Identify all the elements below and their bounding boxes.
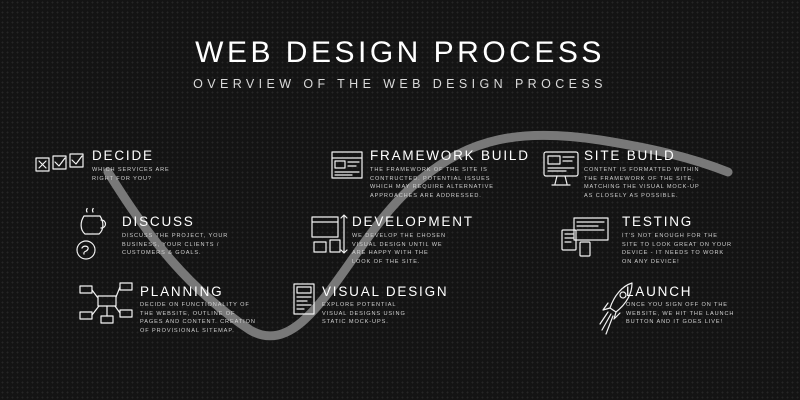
step-visual-design-heading: VISUAL DESIGN (322, 284, 449, 299)
devices-icon (561, 217, 609, 257)
step-decide-desc: Which services are right for you? (92, 167, 170, 182)
step-discuss-desc: Discuss the project, your business, your… (122, 233, 229, 257)
mind-map-icon (79, 282, 133, 324)
checkbox-row-icon (35, 153, 84, 172)
step-framework-build-desc: The framework of the site is contructed.… (370, 167, 494, 199)
responsive-screens-icon (311, 214, 348, 254)
page-title: WEB DESIGN PROCESS (195, 36, 605, 69)
step-site-build-heading: SITE BUILD (584, 148, 676, 163)
step-development-heading: DEVELOPMENT (352, 214, 474, 229)
step-discuss-heading: DISCUSS (122, 214, 195, 229)
step-launch-desc: Once you sign off on the website, we hit… (626, 302, 735, 326)
monitor-icon (543, 151, 579, 186)
coffee-and-chat-icon (76, 208, 107, 260)
step-planning-heading: PLANNING (140, 284, 224, 299)
step-site-build-desc: Content is formatted within the framewor… (584, 167, 700, 199)
step-decide-heading: DECIDE (92, 148, 154, 163)
step-testing-desc: It's not enough for the site to look gre… (622, 233, 732, 265)
mockup-sketch-icon (293, 283, 315, 315)
rocket-icon (599, 282, 633, 335)
page-subtitle: OVERVIEW OF THE WEB DESIGN PROCESS (193, 77, 607, 91)
step-development-desc: We develop the chosen visual design unti… (352, 233, 446, 265)
wireframe-icon (331, 151, 363, 179)
step-launch-heading: LAUNCH (626, 284, 693, 299)
step-testing-heading: TESTING (622, 214, 694, 229)
step-visual-design-desc: Explore potential visual designs using s… (322, 302, 406, 326)
step-framework-build-heading: FRAMEWORK BUILD (370, 148, 530, 163)
step-planning-desc: Decide on functionality of the website, … (140, 302, 256, 334)
